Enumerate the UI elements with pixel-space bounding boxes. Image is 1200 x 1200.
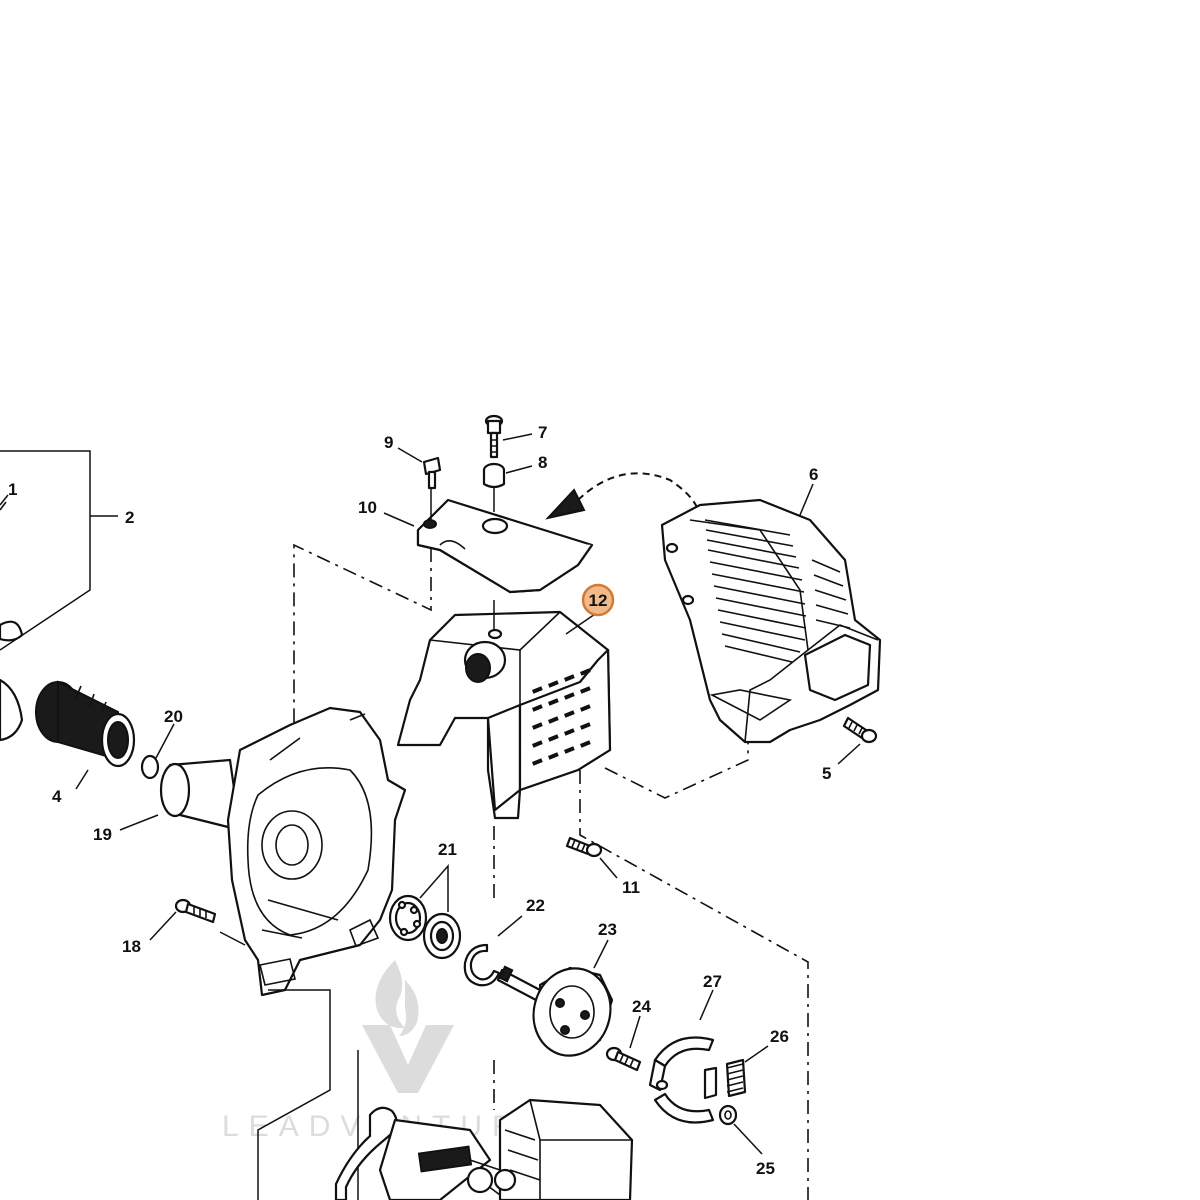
clutch-shoes-part-27 xyxy=(648,1036,718,1124)
callout-20: 20 xyxy=(164,707,183,726)
screw-part-7 xyxy=(484,414,504,459)
screw-part-11 xyxy=(565,836,603,858)
shroud-part-6 xyxy=(660,498,882,744)
leader-lines xyxy=(0,433,861,1155)
callout-22: 22 xyxy=(526,896,545,915)
watermark-logo xyxy=(362,960,454,1093)
callout-10: 10 xyxy=(358,498,377,517)
callout-25: 25 xyxy=(756,1159,775,1178)
shroud-grille xyxy=(704,519,851,663)
callout-18: 18 xyxy=(122,937,141,956)
cover-grille xyxy=(532,668,591,766)
callout-9: 9 xyxy=(384,433,393,452)
sleeve-part-4 xyxy=(35,680,136,768)
shaft-clamp-part xyxy=(0,501,24,742)
callout-6: 6 xyxy=(809,465,818,484)
spring-part-26 xyxy=(725,1058,747,1098)
bracket-lines xyxy=(0,450,118,651)
circlip-part-22 xyxy=(463,943,501,987)
callout-8: 8 xyxy=(538,453,547,472)
ring-part-20 xyxy=(140,754,160,780)
callout-5: 5 xyxy=(822,764,831,783)
highlight-badge[interactable] xyxy=(581,583,615,617)
highlighted-callout-12[interactable]: 12 xyxy=(581,583,615,617)
screw-part-18 xyxy=(174,898,217,924)
screw-part-9 xyxy=(422,456,442,490)
bearings-part-21 xyxy=(388,894,462,960)
callout-26: 26 xyxy=(770,1027,789,1046)
callout-24: 24 xyxy=(632,997,651,1016)
cylinder-cover-part-12 xyxy=(396,610,612,820)
callout-labels: 1 2 4 5 6 7 8 9 10 11 19 20 18 21 22 23 … xyxy=(8,423,831,1178)
callout-27: 27 xyxy=(703,972,722,991)
callout-2: 2 xyxy=(125,508,134,527)
callout-11: 11 xyxy=(622,878,640,897)
sleeve-part-8 xyxy=(482,462,506,489)
callout-12[interactable]: 12 xyxy=(589,591,608,610)
callout-1: 1 xyxy=(8,480,17,499)
top-cover-part-10 xyxy=(416,498,594,594)
callout-21: 21 xyxy=(438,840,457,859)
callout-4: 4 xyxy=(52,787,62,806)
screw-part-5 xyxy=(842,716,878,744)
callout-23: 23 xyxy=(598,920,617,939)
callout-7: 7 xyxy=(538,423,547,442)
fan-housing-part-19 xyxy=(159,706,407,997)
callout-19: 19 xyxy=(93,825,112,844)
clutch-drum-part-23 xyxy=(496,965,614,1057)
washer-part-25 xyxy=(718,1104,738,1126)
screw-part-24 xyxy=(605,1046,642,1072)
engine-assembly xyxy=(334,1098,634,1200)
